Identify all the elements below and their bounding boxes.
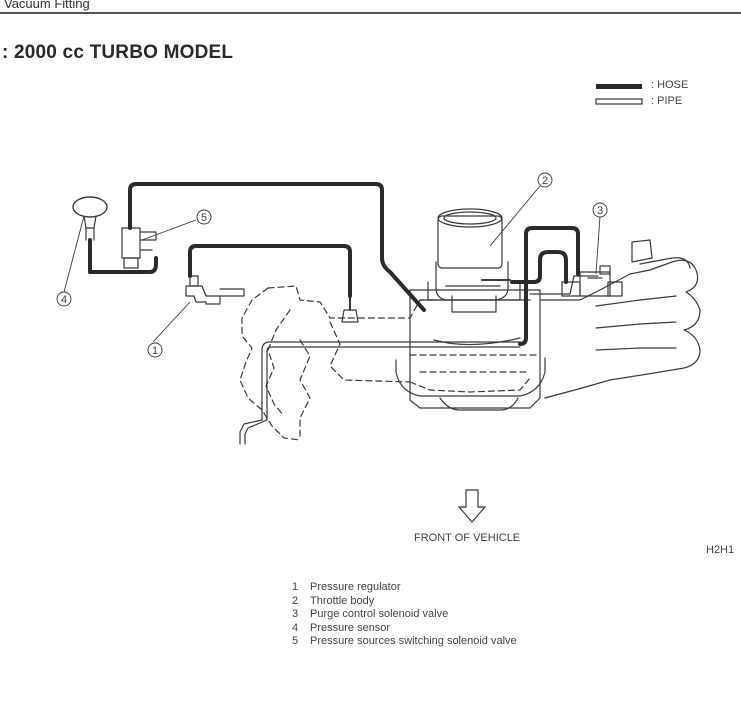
purge-control-solenoid-valve [561, 265, 623, 297]
part-name: Pressure regulator [310, 581, 401, 593]
svg-text:2: 2 [542, 175, 548, 187]
part-number: 2 [292, 594, 299, 607]
front-of-vehicle-label: FRONT OF VEHICLE [414, 532, 521, 544]
callout-5: 5 [196, 209, 212, 225]
part-number: 5 [292, 635, 299, 648]
callout-1: 1 [147, 342, 163, 358]
svg-text:4: 4 [61, 294, 67, 306]
part-number: 1 [292, 581, 299, 593]
parts-legend-item: 1 Pressure regulator [292, 581, 517, 595]
pressure-sensor [72, 196, 108, 229]
part-name: Throttle body [310, 594, 375, 607]
part-number: 3 [292, 608, 299, 621]
hose-lines [88, 182, 580, 346]
parts-legend-item: 2 Throttle body [292, 595, 517, 609]
intake-manifold-outline [239, 285, 531, 441]
callout-2: 2 [537, 172, 553, 188]
diagram-title: : 2000 cc TURBO MODEL [2, 42, 234, 63]
throttle-body [427, 208, 521, 313]
callout-leaders [63, 185, 601, 343]
part-number: 4 [292, 621, 299, 634]
parts-legend: 1 Pressure regulator 2 Throttle body 3 Purg… [292, 581, 517, 649]
svg-text:3: 3 [597, 205, 603, 217]
parts-legend-item: 3 Purge control solenoid valve [292, 608, 517, 622]
manifold-fitting [341, 309, 359, 323]
svg-text:1: 1 [152, 345, 158, 357]
legend-pipe-label: : PIPE [651, 95, 683, 107]
cylinder-head-outline [529, 239, 701, 399]
part-name: Purge control solenoid valve [310, 608, 449, 621]
pressure-regulator [185, 275, 245, 305]
part-name: Pressure sensor [310, 621, 391, 634]
front-arrow-icon [457, 489, 487, 523]
parts-legend-item: 5 Pressure sources switching solenoid val… [292, 635, 517, 649]
legend-hose-swatch [596, 84, 642, 89]
switching-solenoid-valve [121, 227, 157, 269]
svg-text:5: 5 [201, 212, 207, 224]
callout-3: 3 [592, 202, 608, 218]
legend-hose-label: : HOSE [651, 79, 689, 91]
parts-legend-item: 4 Pressure sensor [292, 622, 517, 636]
header-divider [0, 12, 741, 14]
part-name: Pressure sources switching solenoid valv… [310, 635, 517, 648]
pipe-lines [85, 227, 521, 445]
callout-4: 4 [56, 291, 72, 307]
figure-id: H2H1 [706, 544, 735, 556]
section-header: Vacuum Fitting [4, 0, 90, 11]
legend-pipe-swatch [595, 98, 643, 105]
